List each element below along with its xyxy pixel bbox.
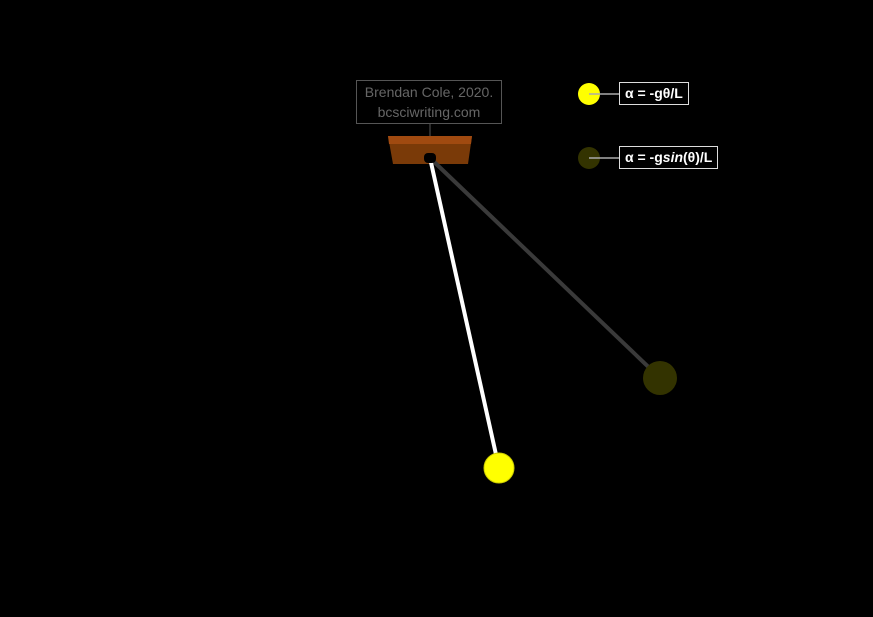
- pivot-mount-top: [388, 136, 472, 144]
- legend-linear-text: α = -gθ/L: [625, 85, 683, 101]
- legend-nonlinear-label: α = -gsin(θ)/L: [619, 146, 719, 169]
- legend-nonlinear-text-sin: sin: [662, 149, 684, 165]
- legend-nonlinear-text-pre: α = -g: [625, 149, 663, 165]
- legend-nonlinear-text-post: (θ)/L: [683, 149, 713, 165]
- credit-author: Brendan Cole, 2020.: [364, 84, 494, 100]
- nonlinear-pendulum-rod: [428, 156, 662, 380]
- linear-pendulum-bob[interactable]: [483, 452, 515, 484]
- pivot-point: [424, 153, 436, 163]
- linear-pendulum-rod: [428, 157, 501, 469]
- credit-box: Brendan Cole, 2020. bcsciwriting.com: [356, 80, 502, 124]
- legend-linear-label: α = -gθ/L: [619, 82, 689, 105]
- nonlinear-pendulum-bob[interactable]: [643, 361, 677, 395]
- credit-website: bcsciwriting.com: [377, 104, 481, 120]
